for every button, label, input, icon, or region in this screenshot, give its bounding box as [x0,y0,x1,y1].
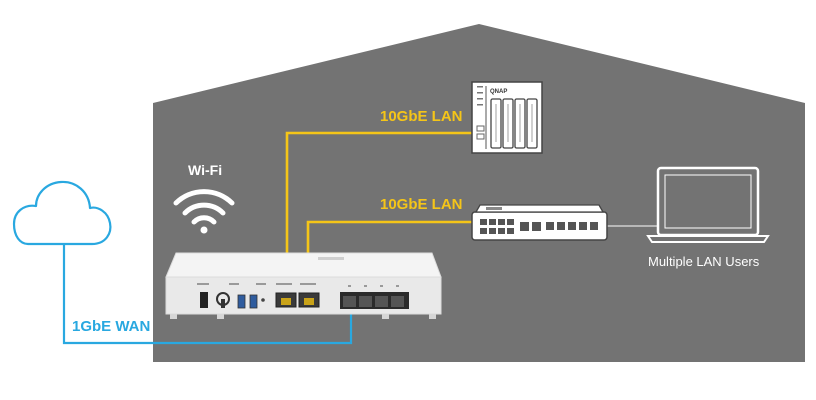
switch-device [471,204,608,241]
cloud-icon [12,180,112,246]
lan-connection-line-nas [285,131,472,289]
router-device [165,252,442,319]
wan-connection-line [62,244,353,345]
nas-brand-text: QNAP [490,89,507,95]
lan-nas-label: 10GbE LAN [380,108,463,125]
wifi-label: Wi-Fi [188,162,223,178]
wan-label: 1GbE WAN [72,318,151,335]
laptop-icon [646,166,770,243]
lan-switch-label: 10GbE LAN [380,196,463,213]
wifi-icon [173,189,235,234]
users-label: Multiple LAN Users [648,254,760,269]
nas-device: QNAP [471,81,543,154]
